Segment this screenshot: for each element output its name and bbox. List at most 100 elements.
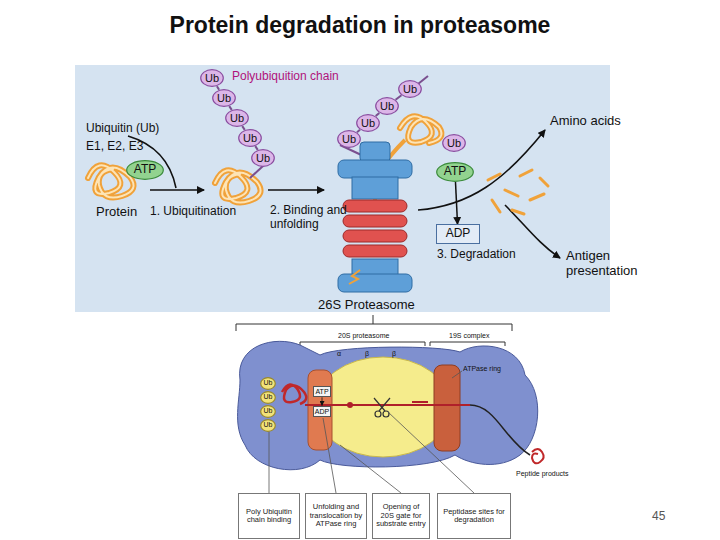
protein-blob: [400, 116, 441, 143]
chain-link: [376, 113, 380, 116]
proteasome-26s: [360, 142, 390, 162]
proteasome-detail: [412, 401, 428, 403]
atp-oval-outline: [437, 163, 474, 182]
node-text: Ub: [243, 132, 257, 144]
proteasome-26s: [338, 142, 412, 292]
leader-line: [323, 418, 336, 493]
ubiquitin-circle: Ub: [200, 69, 224, 87]
ubiquitin-circle-outline: [338, 131, 361, 148]
process-arrow: [418, 130, 545, 210]
proteasome-detail: [282, 384, 306, 404]
node-text: Opening of 20S gate for substrate entry: [375, 503, 427, 528]
ubiquitin-circle-outline: [357, 115, 380, 132]
chain-link: [217, 86, 219, 90]
ubiquitin-circle: Ub: [225, 109, 249, 127]
amino-acid-fragments: [540, 178, 548, 186]
ubiquitin-circle-outline: [226, 110, 249, 127]
amino-acid-fragments: [520, 170, 532, 176]
proteasome-detail: [315, 357, 451, 457]
node-text: Ub: [264, 407, 273, 415]
proteasome-26s: [343, 215, 407, 227]
node-text: ATP: [134, 163, 156, 176]
chain-link: [229, 106, 231, 110]
node-text: ADP: [315, 408, 329, 416]
callout-box: Unfolding and translocation by ATPase ri…: [305, 493, 367, 539]
process-arrow: [268, 189, 324, 191]
process-arrow: [128, 130, 560, 258]
chain-link: [242, 126, 244, 130]
amino-acid-fragments: [505, 190, 518, 196]
ubiquitin-circle: Ub: [212, 89, 236, 107]
proteasome-26s: [338, 160, 412, 178]
proteasome-26s: [352, 259, 398, 275]
ubiquitin-circle: Ub: [337, 130, 361, 148]
ubiquitin-circle-outline: [261, 377, 276, 389]
protein-blob: [400, 116, 441, 143]
part-label: 19S complex: [449, 332, 489, 340]
ubiquitin-circle-outline: [261, 405, 276, 417]
proteasome-detail: [434, 365, 460, 451]
structure-label: 26S Proteasome: [318, 298, 415, 313]
ubiquitin-circle-outline: [261, 391, 276, 403]
ubiquitin-circle: Ub: [251, 149, 275, 167]
leader-line: [388, 412, 474, 493]
chain-label: Polyubiquition chain: [232, 70, 339, 84]
node-text: Ub: [447, 137, 461, 149]
proteasome-detail: [470, 405, 530, 455]
ubiquitin-circle: Ub: [442, 134, 466, 152]
amino-acid-fragments: [512, 210, 524, 214]
page-number: 45: [652, 510, 665, 524]
leader-line: [452, 371, 462, 378]
atp-oval: ATP: [436, 162, 474, 182]
ubiquitin-circle: Ub: [375, 97, 399, 115]
component-label: Ubiquitin (Ub): [86, 122, 159, 136]
atp-oval: ATP: [126, 160, 164, 180]
node-text: Ub: [342, 133, 356, 145]
callout-box: Opening of 20S gate for substrate entry: [372, 493, 430, 539]
nucleotide-box: ADP: [313, 406, 331, 418]
proteasome-26s: [343, 230, 407, 242]
proteasome-detail: [347, 402, 353, 408]
proteasome-detail: [238, 341, 544, 469]
reaction-arrow: [322, 397, 323, 405]
step-label: 2. Binding and unfolding: [270, 204, 360, 232]
proteasome-26s: [352, 177, 398, 199]
node-text: Ub: [256, 152, 270, 164]
atp-oval-outline: [127, 161, 164, 180]
proteasome-detail: [532, 449, 544, 463]
proteasome-detail: [379, 398, 390, 411]
node-text: ATP: [444, 165, 466, 178]
amino-acid-fragments: [530, 194, 544, 200]
proteasome-26s: [349, 270, 360, 284]
proteasome-26s: [343, 200, 407, 212]
nucleotide-box: ATP: [313, 386, 331, 398]
node-text: Ub: [217, 92, 231, 104]
leader-line: [340, 445, 401, 493]
ubiquitin-circle-outline: [399, 81, 422, 98]
part-label: ATPase ring: [463, 365, 501, 373]
node-text: ATP: [315, 388, 328, 396]
enzyme-label: E1, E2, E3: [86, 140, 143, 154]
callout-box: Peptidase sites for degradation: [437, 493, 511, 539]
process-arrow: [150, 189, 204, 191]
component-label: Protein: [96, 205, 137, 220]
top-panel: [75, 65, 610, 312]
subunit-label: β: [365, 350, 369, 358]
product-label: Antigen presentation: [566, 249, 648, 279]
subunit-label: β: [392, 350, 396, 358]
node-text: Ub: [264, 421, 273, 429]
ubiquitin-circle-outline: [239, 130, 262, 147]
ubiquitin-circle: Ub: [356, 114, 380, 132]
callout-box: Poly Ubiquitin chain binding: [238, 493, 300, 539]
proteasome-detail: [375, 411, 381, 417]
amino-acid-fragments: [492, 200, 500, 212]
product-label: Peptide products: [516, 470, 569, 478]
bracket: [430, 342, 505, 346]
ubiquitin-circle: Ub: [238, 129, 262, 147]
node-text: Ub: [361, 117, 375, 129]
node-text: Ub: [264, 379, 273, 387]
bracket: [300, 342, 425, 346]
reaction-arrow: [455, 182, 457, 224]
node-text: Peptidase sites for degradation: [440, 508, 508, 525]
